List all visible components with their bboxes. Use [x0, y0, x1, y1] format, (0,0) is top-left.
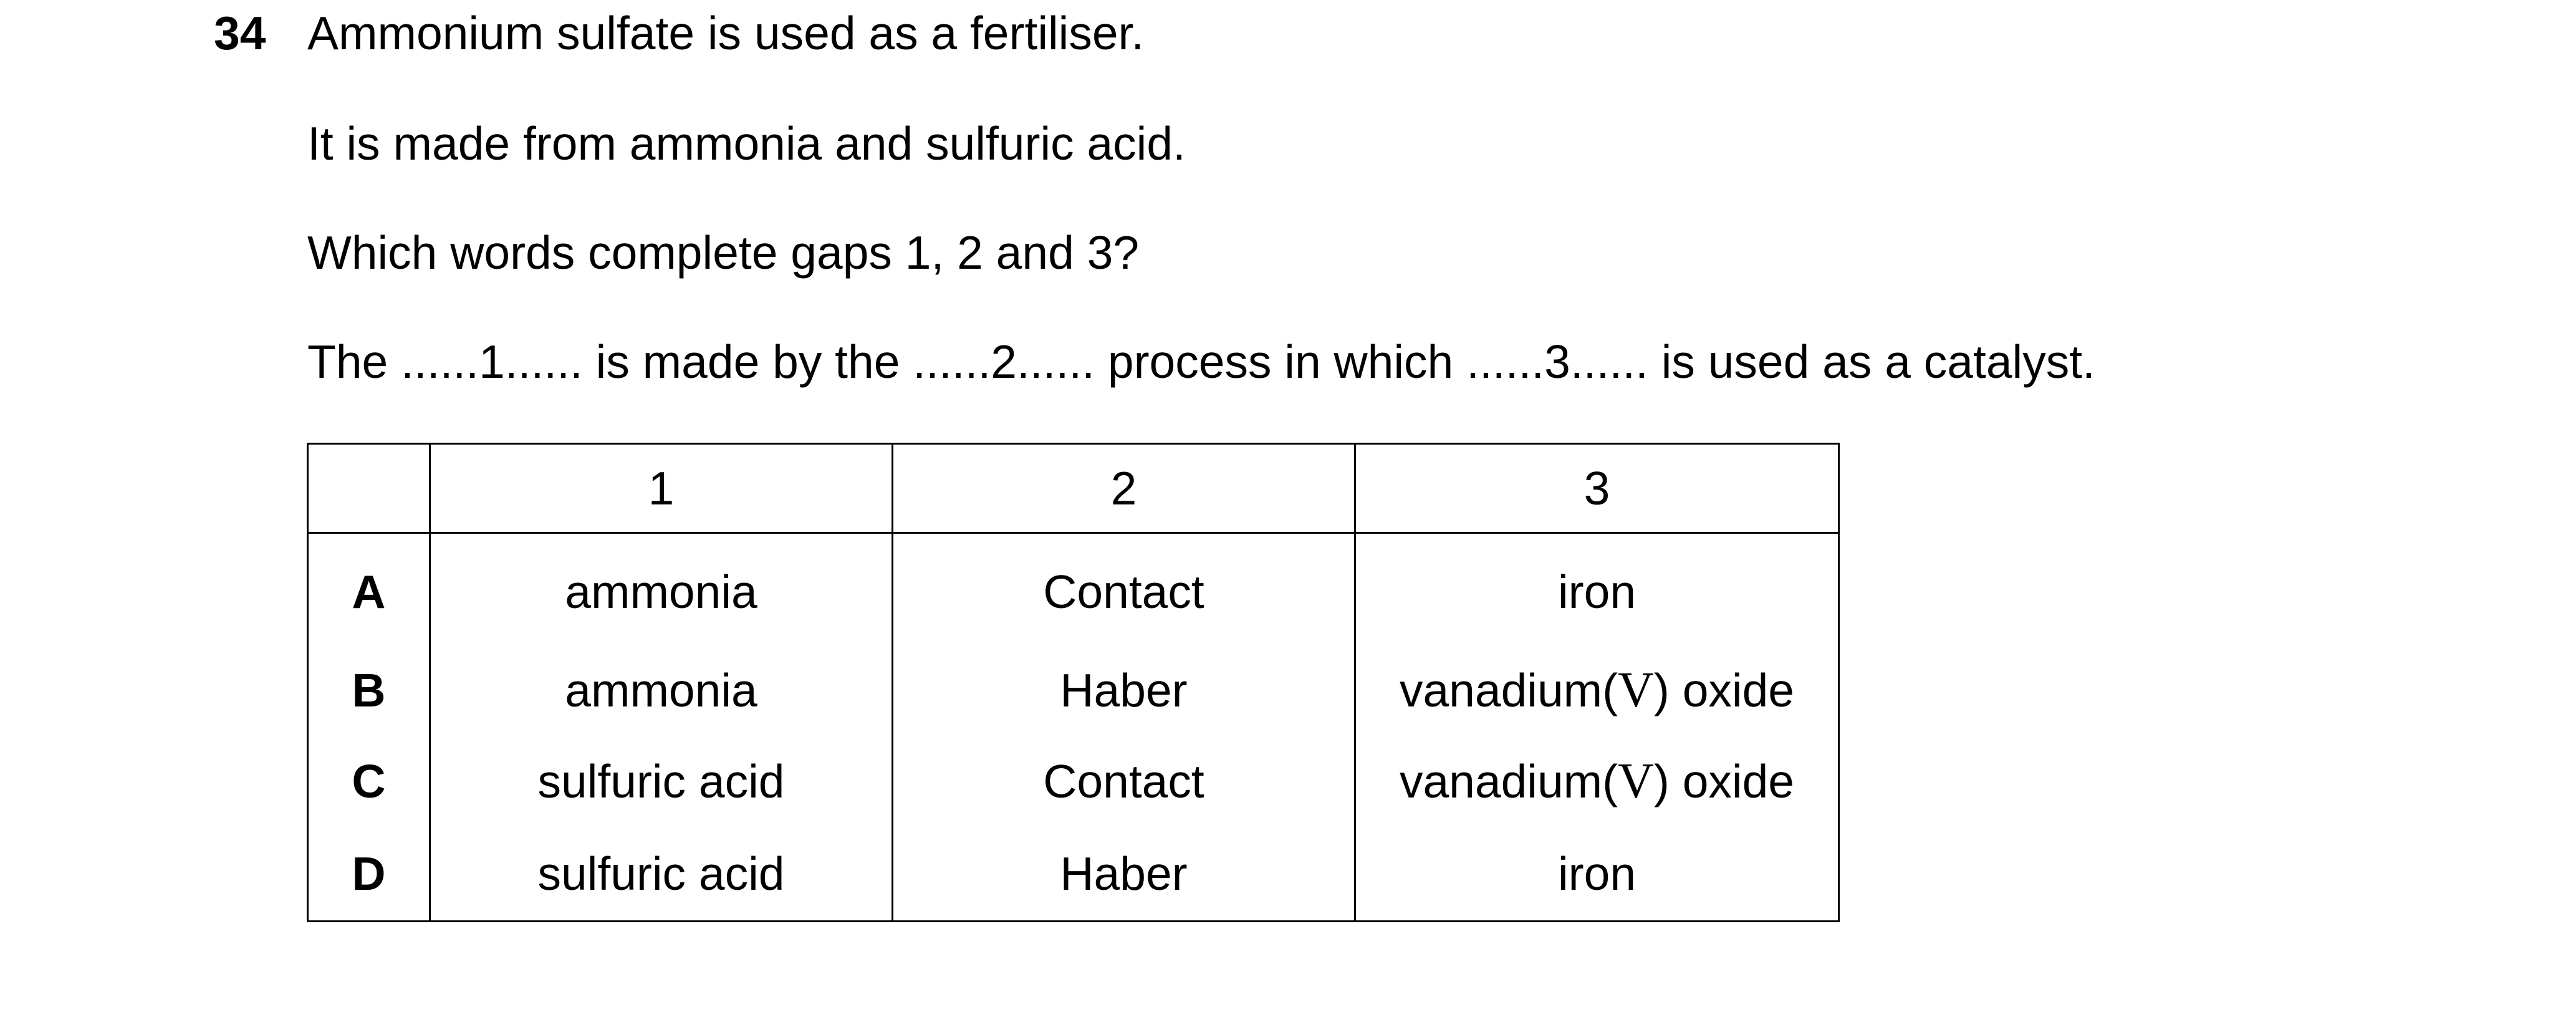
table-header-gap-3: 3: [1354, 443, 1840, 534]
option-gap-2-value: Contact: [892, 736, 1356, 827]
question-prompt: Which words complete gaps 1, 2 and 3?: [307, 226, 1140, 279]
option-gap-3-numeral: V: [1618, 754, 1654, 809]
option-gap-2-value: Haber: [892, 645, 1356, 736]
option-gap-2-value: Contact: [892, 533, 1356, 645]
gap-sentence: The ......1...... is made by the ......2…: [307, 335, 2095, 388]
question-stem-line-2: It is made from ammonia and sulfuric aci…: [307, 117, 1186, 170]
option-gap-3-value: vanadium(V) oxide: [1354, 645, 1840, 736]
option-gap-3-value: vanadium(V) oxide: [1354, 736, 1840, 827]
option-gap-3-text: iron: [1557, 566, 1636, 618]
option-gap-1-value: ammonia: [429, 533, 893, 645]
option-gap-3-text: vanadium(: [1399, 664, 1618, 716]
option-letter: B: [307, 645, 431, 736]
option-row-b[interactable]: B ammonia Haber vanadium(V) oxide: [307, 645, 1840, 736]
question-number: 34: [214, 7, 266, 59]
option-gap-3-text: iron: [1557, 847, 1636, 900]
option-gap-2-value: Haber: [892, 827, 1356, 922]
option-row-d[interactable]: D sulfuric acid Haber iron: [307, 827, 1840, 922]
option-letter: D: [307, 827, 431, 922]
question-stem-line-1: Ammonium sulfate is used as a fertiliser…: [307, 7, 1145, 59]
table-header-row: 1 2 3: [307, 443, 1840, 534]
option-gap-3-suffix: ) oxide: [1653, 664, 1795, 716]
answer-options-table: 1 2 3 A ammonia Contact iron B ammonia H…: [307, 443, 1840, 922]
option-letter: C: [307, 736, 431, 827]
option-letter: A: [307, 533, 431, 645]
table-header-corner: [307, 443, 431, 534]
table-header-gap-1: 1: [429, 443, 893, 534]
option-row-c[interactable]: C sulfuric acid Contact vanadium(V) oxid…: [307, 736, 1840, 827]
option-gap-3-text: vanadium(: [1399, 755, 1618, 807]
option-gap-1-value: sulfuric acid: [429, 736, 893, 827]
option-gap-3-suffix: ) oxide: [1653, 755, 1795, 807]
option-gap-3-value: iron: [1354, 827, 1840, 922]
option-gap-3-numeral: V: [1618, 663, 1654, 718]
option-gap-1-value: ammonia: [429, 645, 893, 736]
option-row-a[interactable]: A ammonia Contact iron: [307, 533, 1840, 645]
option-gap-1-value: sulfuric acid: [429, 827, 893, 922]
table-header-gap-2: 2: [892, 443, 1356, 534]
option-gap-3-value: iron: [1354, 533, 1840, 645]
